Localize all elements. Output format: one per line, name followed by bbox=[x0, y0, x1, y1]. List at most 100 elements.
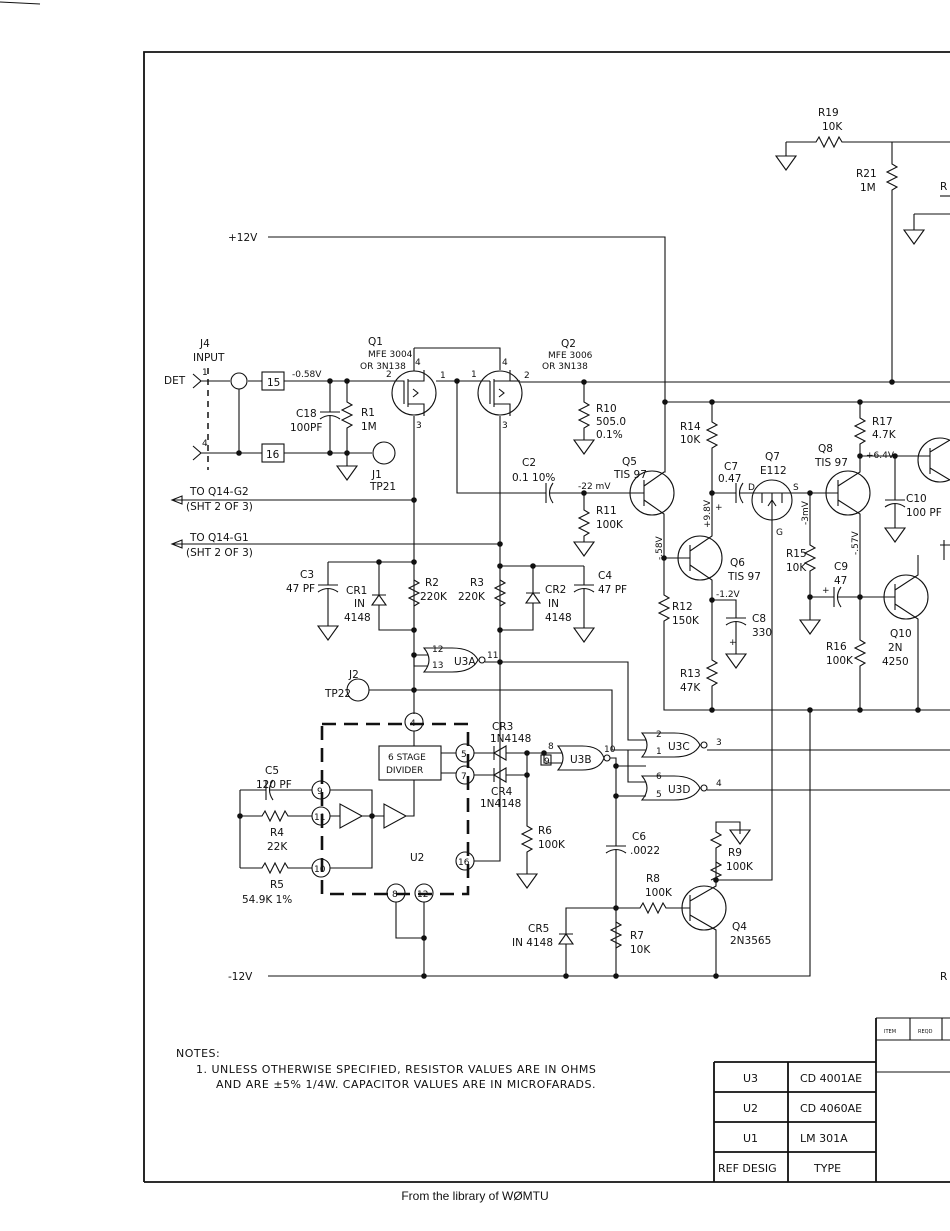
c9-val: 47 bbox=[834, 575, 847, 587]
cr5-val: IN 4148 bbox=[512, 937, 553, 949]
q2-pin1: 1 bbox=[471, 370, 477, 380]
r8-resistor bbox=[616, 901, 690, 915]
r8-ref: R8 bbox=[646, 873, 660, 885]
q10-type2: 4250 bbox=[882, 656, 909, 668]
c8-ref: C8 bbox=[752, 613, 766, 625]
q1-type: MFE 3004 bbox=[368, 350, 413, 360]
junction bbox=[411, 687, 417, 693]
junction bbox=[236, 450, 242, 456]
r4-resistor bbox=[240, 809, 312, 823]
u3c-pin1: 1 bbox=[656, 747, 662, 757]
q5-ref: Q5 bbox=[622, 456, 637, 468]
cr4-diode bbox=[474, 753, 528, 783]
r10-val: 505.0 bbox=[596, 416, 626, 428]
r21-ref: R21 bbox=[856, 168, 877, 180]
junction bbox=[613, 793, 619, 799]
q2-pin4: 4 bbox=[502, 358, 508, 368]
notes-line2: AND ARE ±5% 1/4W. CAPACITOR VALUES ARE I… bbox=[216, 1078, 596, 1091]
c18-val: 100PF bbox=[290, 422, 322, 434]
ground-symbol bbox=[335, 453, 359, 481]
r8-val: 100K bbox=[645, 887, 673, 899]
r14-ref: R14 bbox=[680, 421, 701, 433]
q1-pin2: 2 bbox=[386, 370, 392, 380]
r9-val: 100K bbox=[726, 861, 754, 873]
edge-transistor bbox=[917, 437, 950, 483]
arrow-left-icon bbox=[170, 539, 183, 549]
junction bbox=[889, 379, 895, 385]
v-22mv: -22 mV bbox=[578, 482, 611, 492]
j4-connector-arrow bbox=[192, 373, 202, 389]
q1-pin4: 4 bbox=[415, 358, 421, 368]
cr2-v2: 4148 bbox=[545, 612, 572, 624]
v-12: -1.2V bbox=[716, 590, 741, 600]
notes-title: NOTES: bbox=[176, 1047, 220, 1060]
rail-pos-wire bbox=[268, 236, 666, 382]
wire bbox=[612, 739, 646, 751]
u3a-bubble bbox=[478, 656, 486, 664]
u3d-bubble bbox=[700, 784, 708, 792]
q1-mosfet-symbol bbox=[398, 370, 425, 416]
r19-val: 10K bbox=[822, 121, 843, 133]
q7-type: E112 bbox=[760, 465, 787, 477]
q1-arrow bbox=[412, 388, 419, 398]
q7-pin-g: G bbox=[776, 528, 783, 538]
rail-neg-wire bbox=[268, 710, 811, 977]
c8-plus: + bbox=[729, 638, 737, 648]
r1-ref: R1 bbox=[361, 407, 375, 419]
out-g2-line2: (SHT 2 OF 3) bbox=[186, 501, 253, 513]
r13-val: 47K bbox=[680, 682, 701, 694]
junction bbox=[411, 497, 417, 503]
junction bbox=[541, 750, 547, 756]
c3-capacitor bbox=[316, 562, 340, 641]
arrow-left-icon bbox=[170, 495, 183, 505]
box16-label: 16 bbox=[266, 449, 280, 461]
r1-resistor bbox=[340, 381, 354, 453]
table-row1-type: CD 4001AE bbox=[800, 1072, 862, 1085]
u2-divider-line1: 6 STAGE bbox=[388, 753, 426, 763]
junction bbox=[857, 707, 863, 713]
title-block-fragment bbox=[876, 1017, 950, 1073]
q7-pin-s: S bbox=[793, 483, 799, 493]
u3b-pin8: 8 bbox=[548, 742, 554, 752]
rail-pos-label: +12V bbox=[228, 232, 258, 244]
q2-type: MFE 3006 bbox=[548, 351, 593, 361]
c9-capacitor bbox=[810, 586, 860, 608]
r19-resistor bbox=[786, 135, 950, 149]
q7-arrow bbox=[767, 499, 777, 507]
u3b-pin10: 10 bbox=[604, 745, 616, 755]
cr1-v1: IN bbox=[354, 598, 365, 610]
u3d-ref: U3D bbox=[668, 784, 690, 796]
q4-symbol bbox=[689, 876, 717, 976]
c10-capacitor bbox=[883, 456, 907, 543]
v-57: -.57V bbox=[851, 530, 861, 555]
r10-ref: R10 bbox=[596, 403, 617, 415]
u3a-pin11: 11 bbox=[487, 651, 498, 661]
u3a-pin13: 13 bbox=[432, 661, 443, 671]
c4-capacitor bbox=[572, 566, 596, 643]
edge-transistor-symbol bbox=[916, 439, 950, 481]
wire bbox=[413, 654, 428, 667]
c4-val: 47 PF bbox=[598, 584, 627, 596]
r10-tol: 0.1% bbox=[596, 429, 623, 441]
r3-val: 220K bbox=[458, 591, 486, 603]
r4-ref: R4 bbox=[270, 827, 284, 839]
c18-ref: C18 bbox=[296, 408, 317, 420]
u3a-ref: U3A bbox=[454, 656, 476, 668]
r19-ref: R19 bbox=[818, 107, 839, 119]
u3d-pin5: 5 bbox=[656, 790, 662, 800]
j1-testpoint[interactable] bbox=[372, 441, 396, 465]
q6-ref: Q6 bbox=[730, 557, 745, 569]
coax-shield-circle bbox=[230, 372, 248, 390]
junction bbox=[497, 541, 503, 547]
q5-symbol bbox=[636, 382, 666, 518]
u2-ref: U2 bbox=[410, 852, 424, 864]
edge-r-cut: R bbox=[940, 181, 947, 193]
q1-alt: OR 3N138 bbox=[360, 362, 406, 372]
wire bbox=[330, 789, 373, 869]
c5-ref: C5 bbox=[265, 765, 279, 777]
j1-ref: J1 bbox=[371, 469, 382, 481]
junction bbox=[421, 935, 427, 941]
cr5-diode bbox=[557, 907, 616, 976]
det-label: DET bbox=[164, 375, 186, 387]
wire bbox=[413, 731, 456, 774]
